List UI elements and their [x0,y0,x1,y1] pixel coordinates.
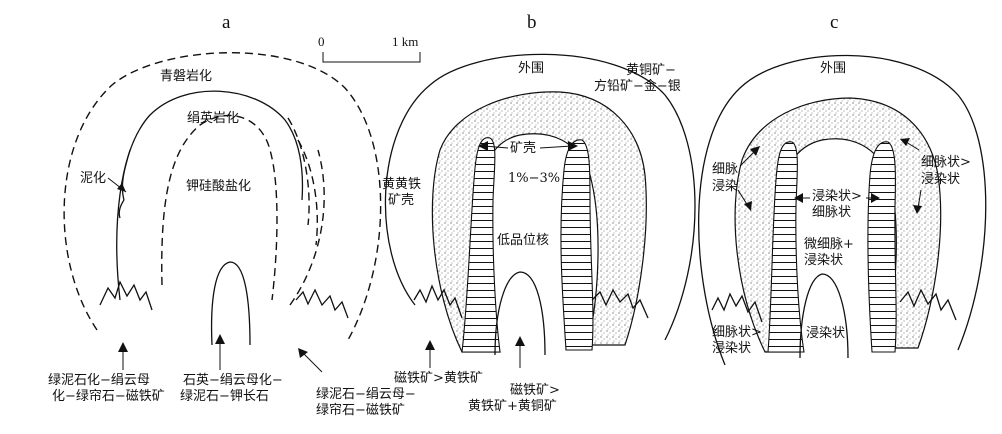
ore-band-right [560,139,594,351]
label-c-center-lower-1: 微细脉+ [804,237,854,252]
label-b-ore-shell: 矿壳 [510,141,536,156]
label-c-left-lower-1: 细脉状> [712,325,762,340]
label-b-low-grade-core: 低品位核 [497,233,549,248]
panel-a: 青磐岩化 绢英岩化 钾硅酸盐化 泥化 绿泥石化−绢云母 化−绿帘石−磁铁矿 石英… [48,52,416,418]
label-c-left-upper-1: 细脉 [712,162,738,177]
label-a-bottom-left-1: 绿泥石化−绢云母 [48,372,150,388]
ore-band-left [461,137,501,353]
zone-phyllic: 绢英岩化 [187,110,239,126]
label-a-bottom-center-1: 石英−绢云母化− [183,372,283,388]
label-b-bottom-center-2: 黄铁矿+黄铜矿 [468,399,557,414]
zone-propylitic: 青磐岩化 [160,69,212,84]
panel-b: 外围 黄铜矿− 方铅矿−金−银 黄黄铁 矿壳 矿壳 1%−3% 低品位核 磁铁矿… [382,53,696,414]
zone-potassic: 钾硅酸盐化 [186,179,251,194]
panel-label-c: c [830,12,838,33]
label-c-outer: 外围 [820,61,846,76]
vein-shell-stipple [734,97,942,353]
label-b-bottom-left: 磁铁矿>黄铁矿 [394,371,483,386]
panel-label-b: b [527,12,537,33]
label-c-bottom-center: 浸染状 [806,326,845,341]
label-c-left-upper-2: 浸染 [712,179,738,194]
label-b-pyrite-shell-1: 黄黄铁 [382,177,421,192]
label-a-bottom-right-2: 绿帘石−磁铁矿 [316,402,405,418]
panel-c: 外围 细脉 浸染 细脉状> 浸染状 浸染状> 细脉状 微细脉+ 浸染状 细脉状>… [698,54,987,366]
vein-band-right [867,141,897,353]
label-c-right-upper-2: 浸染状 [921,172,960,187]
scale-one-km: 1 km [392,34,418,49]
zone-argillic: 泥化 [80,171,106,186]
label-b-pyrite-shell-2: 矿壳 [388,193,414,208]
scale-bar: 0 1 km [318,34,421,63]
label-b-ore-right-1: 黄铜矿− [626,63,676,78]
label-a-bottom-center-2: 绿泥石−钾长石 [180,389,269,404]
vein-band-left [767,141,805,353]
label-b-bottom-center-1: 磁铁矿> [510,383,560,398]
label-b-ore-right-2: 方铅矿−金−银 [594,78,681,94]
label-c-center-lower-2: 浸染状 [804,253,843,268]
label-b-outer: 外围 [518,61,544,76]
label-c-left-lower-2: 浸染状 [712,341,751,356]
label-c-center-upper-1: 浸染状> [812,189,862,204]
label-c-center-upper-2: 细脉状 [812,205,851,220]
label-b-grade: 1%−3% [508,171,560,186]
label-c-right-upper-1: 细脉状> [921,155,971,170]
label-a-bottom-left-2: 化−绿帘石−磁铁矿 [52,388,165,404]
label-a-bottom-right-1: 绿泥石−绢云母− [316,386,416,402]
panel-label-a: a [222,12,231,33]
ore-shell-stipple [431,91,647,353]
scale-zero: 0 [318,34,325,49]
